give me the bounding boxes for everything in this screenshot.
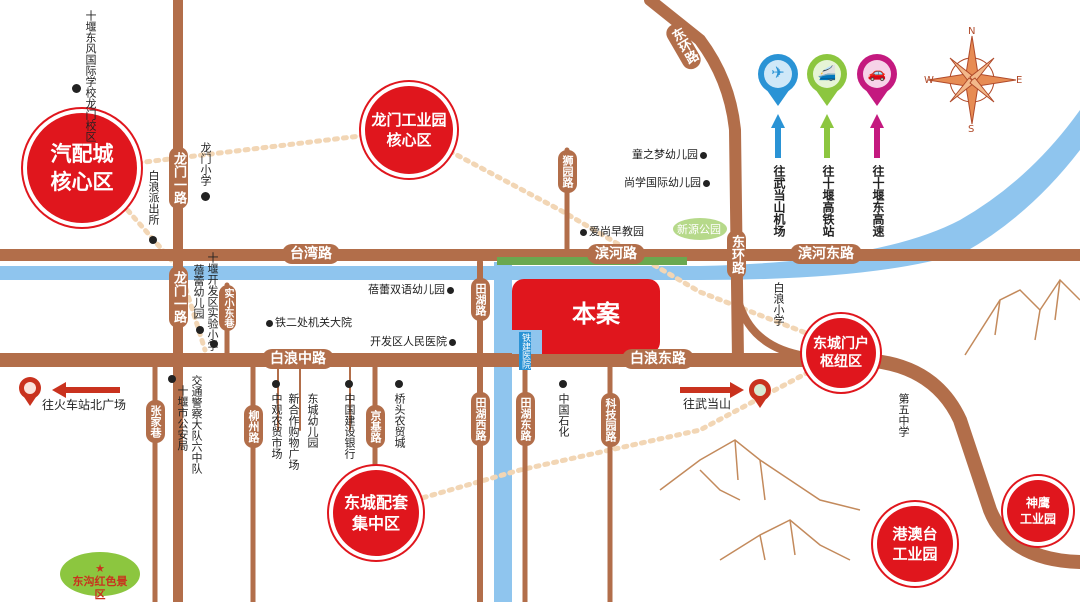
poi-marker [449, 338, 456, 346]
direction-wudang: 往武当山 [683, 397, 732, 411]
poi-marker [700, 151, 707, 159]
poi-marker [580, 228, 587, 236]
poi-marker [559, 380, 567, 388]
project-label: 本案 [572, 300, 620, 328]
poi-zhongguan: 中观农贸市场 [270, 393, 283, 459]
hsr-label: 往十堰高铁站 [821, 165, 835, 237]
road-taiwan: 台湾路 [282, 244, 340, 264]
poi-no5-middle: 第五中学 [897, 393, 910, 437]
poi-peilei-bilingual: 蓓蕾双语幼儿园 [368, 283, 456, 296]
poi-shangxue: 尚学国际幼儿园 [624, 176, 712, 189]
poi-xinyuan-park: 新源公园 [677, 223, 721, 236]
poi-kaifa-primary: 十堰开发区实验小学 [206, 252, 219, 351]
poi-marker [266, 319, 273, 327]
poi-marker [149, 236, 157, 244]
direction-train: 往火车站北广场 [42, 398, 127, 412]
road-bailang-east: 白浪东路 [622, 349, 694, 369]
poi-marker [345, 380, 353, 388]
poi-marker [201, 192, 210, 201]
road-longmen-1b: 龙门一路 [169, 266, 188, 328]
road-shixiao-dongxiang: 实小东巷 [219, 285, 236, 331]
zone-dongcheng-support: 东城配套集中区 [333, 470, 419, 556]
zone-qipei: 汽配城核心区 [27, 113, 137, 223]
road-tianhu: 田湖路 [471, 278, 490, 321]
road-tianhu-east: 田湖东路 [516, 392, 535, 446]
compass-north: N [968, 26, 976, 37]
road-bailang-central: 白浪中路 [262, 349, 334, 369]
compass-east: E [1016, 75, 1023, 86]
poi-marker [168, 375, 176, 383]
zone-dongcheng-gate: 东城门户枢纽区 [806, 318, 876, 388]
airport-label: 往武当山机场 [772, 165, 786, 237]
poi-peilei-kinder: 蓓蕾幼儿园 [192, 264, 205, 319]
poi-marker [703, 179, 710, 187]
road-liuzhou: 柳州路 [244, 405, 263, 448]
poi-donggou: ★东沟红色景区 [72, 562, 128, 601]
zone-gangaotai: 港澳台工业园 [877, 506, 953, 582]
road-donghuan-mid: 东环路 [727, 230, 746, 279]
poi-shiyan-police: 十堰市公安局 [176, 385, 189, 451]
zone-shenying: 神鹰工业园 [1007, 480, 1069, 542]
poi-sinopec: 中国石化 [557, 393, 570, 437]
compass-west: W [924, 75, 934, 86]
road-zhangjia: 张家巷 [146, 400, 165, 443]
poi-traffic-police: 交通警察大队六中队 [190, 375, 203, 474]
poi-aishangzao: 爱尚早教园 [578, 225, 644, 238]
poi-marker [272, 380, 280, 388]
poi-marker [196, 326, 204, 334]
road-longmen-1a: 龙门一路 [169, 147, 188, 209]
road-jingji: 京基路 [366, 405, 385, 448]
poi-school-top: 十堰东风国际学校龙门校区 [84, 10, 97, 142]
train-icon: 🚄 [817, 64, 837, 82]
poi-kaifa-hospital: 开发区人民医院 [370, 335, 458, 348]
poi-longmen-primary: 龙门小学 [199, 142, 212, 186]
poi-bailang-police: 白浪派出所 [147, 170, 160, 225]
poi-marker [72, 84, 81, 93]
poi-ccb: 中国建设银行 [343, 393, 356, 459]
road-binhe: 滨河路 [587, 244, 645, 264]
poi-qiaotou: 桥头农贸城 [393, 393, 406, 448]
poi-tie-er: 铁二处机关大院 [264, 316, 352, 329]
road-tianhu-west: 田湖西路 [471, 392, 490, 446]
expressway-label: 往十堰东高速 [871, 165, 885, 237]
compass-south: S [968, 124, 975, 135]
car-icon: 🚗 [867, 64, 887, 82]
zone-longmen-park: 龙门工业园核心区 [365, 86, 453, 174]
poi-bailang-primary: 白浪小学 [772, 282, 785, 326]
poi-dongcheng-kinder: 东城幼儿园 [306, 393, 319, 448]
airport-icon: ✈ [771, 63, 785, 82]
poi-tongzhimeng: 童之梦幼儿园 [632, 148, 709, 161]
star-icon: ★ [95, 562, 105, 575]
road-binhe-east: 滨河东路 [790, 244, 862, 264]
road-keji: 科技园路 [601, 393, 620, 447]
road-shiyuan: 狮园路 [558, 150, 577, 193]
poi-marker [395, 380, 403, 388]
poi-marker [447, 286, 454, 294]
poi-marker [210, 340, 218, 348]
poi-xinhe: 新合作购物广场 [287, 393, 300, 470]
hospital-label: 铁建医院 [519, 332, 531, 370]
